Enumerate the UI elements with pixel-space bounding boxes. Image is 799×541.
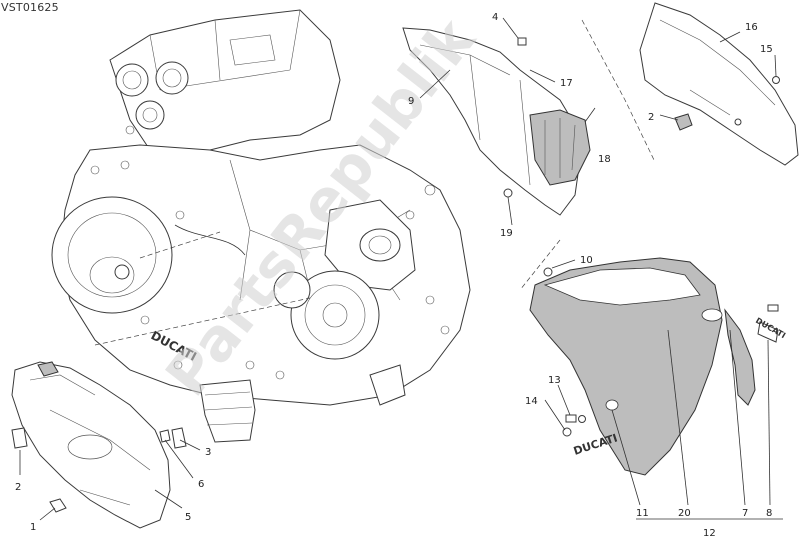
- callout-20: 20: [678, 508, 691, 519]
- decal-ducati-logo: DUCATI: [572, 431, 619, 457]
- callout-2-upper: 2: [648, 112, 654, 123]
- callout-12: 12: [703, 528, 716, 539]
- belt-cover-part-11: [402, 27, 591, 216]
- callout-17: 17: [560, 78, 573, 89]
- callout-14: 14: [525, 396, 538, 407]
- front-fairing-part-20: [529, 257, 756, 476]
- callout-13: 13: [548, 375, 561, 386]
- callout-6: 4: [492, 12, 498, 23]
- callout-1: 1: [30, 522, 36, 533]
- engine-drawing: DUCATI: [51, 9, 471, 443]
- callout-labels: 4 17 9 18 19 2 16 15 10 13 14 11 20 7 8 …: [15, 12, 773, 539]
- side-panel-part-16: [639, 2, 799, 166]
- callout-2-lower: 2: [15, 482, 21, 493]
- callout-9: 11: [636, 508, 649, 519]
- fasteners-right: [562, 304, 779, 437]
- callout-7: 7: [742, 508, 748, 519]
- callout-11: 9: [408, 96, 414, 107]
- callout-16: 16: [745, 22, 758, 33]
- callout-10: 10: [580, 255, 593, 266]
- callout-5: 6: [198, 479, 204, 490]
- callout-18: 18: [598, 154, 611, 165]
- callout-15: 15: [760, 44, 773, 55]
- callout-19: 19: [500, 228, 513, 239]
- callout-3: 3: [205, 447, 211, 458]
- callout-8: 8: [766, 508, 772, 519]
- sprocket-cover-part-4: [11, 361, 187, 529]
- diagram-code: VST01625: [1, 1, 59, 14]
- callout-4: 5: [185, 512, 191, 523]
- leader-lines: [19, 17, 783, 521]
